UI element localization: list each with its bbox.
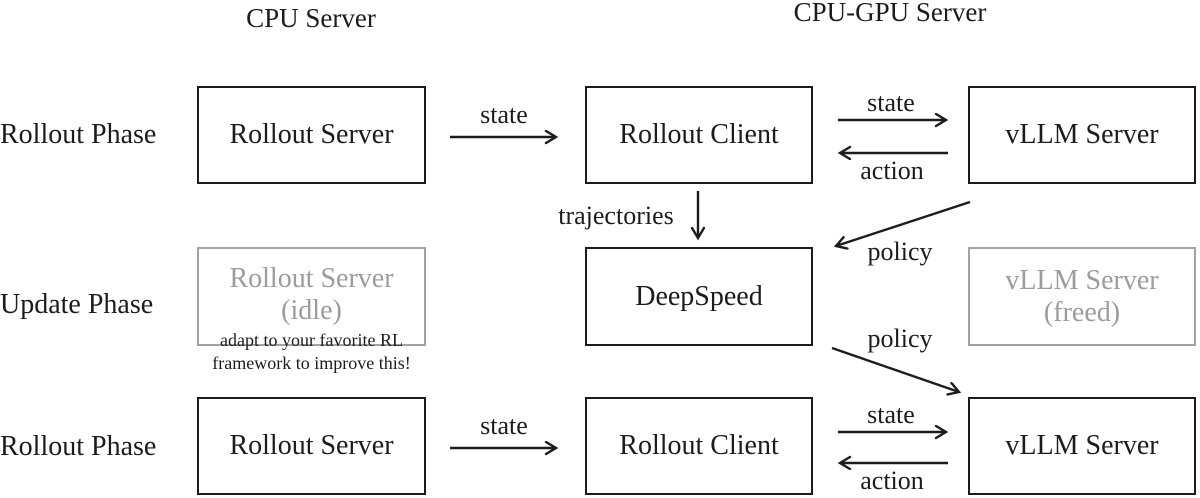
node-sublabel: (freed) [1043,296,1121,328]
edge-label-trajectories: trajectories [558,201,674,230]
node-label: Rollout Server [229,263,394,294]
edge-label-policy-in: policy [867,237,933,266]
node-label: vLLM Server [1005,119,1159,150]
column-header-cpu-gpu-server: CPU-GPU Server [793,0,987,27]
edge-label-state-row3-left: state [480,411,528,440]
edge-label-state-row3-right: state [867,400,915,429]
edge-label-state-row1-left: state [480,100,528,129]
node-vllm-server-bottom: vLLM Server [968,397,1196,495]
node-label: Rollout Client [619,430,779,461]
node-note-line2: framework to improve this! [212,353,411,373]
edge-label-policy-out: policy [867,324,933,353]
node-label: vLLM Server [1005,264,1159,296]
column-header-cpu-server: CPU Server [246,3,376,33]
node-label: DeepSpeed [635,280,763,312]
node-label: Rollout Server [229,119,394,150]
edge-label-action-row3: action [860,466,924,495]
node-label: Rollout Server [229,430,394,461]
node-vllm-server-freed: vLLM Server (freed) [968,247,1196,346]
arrow-policy-in [836,200,971,246]
node-label: Rollout Client [619,119,779,150]
phase-label-update: Update Phase [0,289,154,320]
node-vllm-server-top: vLLM Server [968,86,1196,184]
node-rollout-server-top: Rollout Server [197,86,426,184]
node-sublabel: (idle) [281,295,342,326]
node-label: vLLM Server [1005,430,1159,461]
node-rollout-server-idle: Rollout Server (idle) adapt to your favo… [197,247,426,373]
node-rollout-client-bottom: Rollout Client [585,397,813,495]
phase-label-rollout-bottom: Rollout Phase [0,431,157,462]
node-rollout-client-top: Rollout Client [585,86,813,184]
edge-label-action-row1: action [860,156,924,185]
phase-label-rollout-top: Rollout Phase [0,119,157,150]
edge-label-state-row1-right: state [867,88,915,117]
arrow-policy-out [831,346,959,392]
node-rollout-server-bottom: Rollout Server [197,397,426,495]
node-note-line1: adapt to your favorite RL [220,330,403,350]
node-deepspeed: DeepSpeed [585,247,813,346]
